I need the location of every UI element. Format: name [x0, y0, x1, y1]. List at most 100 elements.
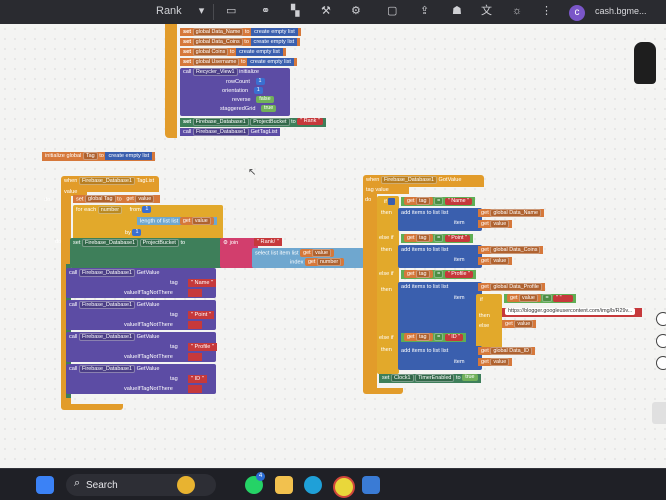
operator-dropdown[interactable]: =	[434, 333, 444, 342]
component-dropdown[interactable]: Firebase_Database1	[78, 333, 136, 341]
set-global-tag-block[interactable]: set global Tag to get value	[73, 195, 161, 204]
variable-dropdown[interactable]: global Username	[192, 58, 240, 66]
variable-dropdown[interactable]: global Data_Coins	[192, 38, 243, 46]
backpack-icon[interactable]	[634, 42, 656, 84]
component-tree-icon[interactable]: ⚭	[261, 5, 271, 17]
create-empty-list-block[interactable]: create empty list	[105, 152, 153, 160]
tag-text-block[interactable]: " ID "	[188, 375, 207, 383]
project-selector[interactable]: Rank ▾	[156, 3, 204, 20]
component-dropdown[interactable]: Clock1	[391, 374, 414, 382]
else-get-block[interactable]: get value	[502, 320, 537, 328]
balloons-icon[interactable]	[177, 476, 195, 494]
component-dropdown[interactable]: Firebase_Database1	[82, 239, 139, 247]
compare-block[interactable]: get tag = " Profile "	[401, 270, 476, 279]
url-text-block[interactable]: https://blogger.googleusercontent.com/im…	[502, 308, 642, 317]
blocks-icon[interactable]: ▚	[291, 5, 300, 17]
get-block[interactable]: get tag	[404, 234, 433, 242]
text-block[interactable]: " Name "	[444, 197, 473, 205]
compare-block[interactable]: get tag = " Point "	[401, 234, 473, 243]
operator-dropdown[interactable]: =	[434, 234, 444, 243]
text-block[interactable]: " Rank/ "	[254, 238, 282, 246]
whatsapp-icon[interactable]: 4	[245, 472, 265, 494]
add-items-block[interactable]: add items to list list item	[398, 245, 482, 268]
file-explorer-icon[interactable]	[275, 476, 293, 494]
get-block[interactable]: get number	[304, 258, 345, 266]
list-get-block[interactable]: get global Data_Name	[478, 209, 544, 217]
text-block[interactable]: " Rank "	[297, 118, 323, 126]
get-block[interactable]: get tag	[404, 197, 433, 205]
set-project-bucket-block[interactable]: set Firebase_Database1 ProjectBucket to …	[180, 118, 326, 127]
variable-dropdown[interactable]: global Data_Coins	[490, 246, 541, 254]
component-dropdown[interactable]: Firebase_Database1	[78, 301, 136, 309]
set-clock-timer-block[interactable]: set Clock1 TimerEnabled to true	[379, 374, 481, 383]
variable-dropdown[interactable]: global Data_ID	[490, 347, 533, 355]
compare-block[interactable]: get value = " "	[504, 294, 577, 303]
variable-dropdown[interactable]: tag	[416, 270, 430, 278]
number-input[interactable]: 1	[132, 229, 142, 237]
settings-icon[interactable]: ⚙	[351, 5, 361, 17]
variable-dropdown[interactable]: global Coins	[192, 48, 229, 56]
empty-text-block[interactable]: " "	[553, 294, 574, 302]
operator-dropdown[interactable]: =	[434, 197, 444, 206]
get-block[interactable]: get value	[300, 249, 334, 257]
add-items-block[interactable]: add items to list list item	[398, 346, 482, 370]
text-value[interactable]: https://blogger.googleusercontent.com/im…	[505, 308, 636, 316]
property-dropdown[interactable]: TimerEnabled	[415, 374, 455, 382]
boolean-block[interactable]: true	[462, 374, 478, 382]
item-get-block[interactable]: get value	[478, 257, 513, 265]
trash-can-icon[interactable]	[652, 402, 666, 424]
inner-set-bucket-block[interactable]: set Firebase_Database1 ProjectBucket to	[70, 238, 226, 268]
select-list-item-block[interactable]: select list item list get value index ge…	[252, 248, 364, 268]
folder-icon[interactable]: ▢	[387, 5, 398, 17]
get-block[interactable]: get tag	[404, 270, 433, 278]
operator-dropdown[interactable]: =	[434, 270, 444, 279]
create-empty-list-block[interactable]: create empty list	[236, 48, 283, 56]
edge-icon[interactable]	[304, 476, 322, 494]
setter-block[interactable]: set global Coins to create empty list	[180, 48, 286, 56]
component-dropdown[interactable]: Firebase_Database1	[192, 118, 249, 126]
create-empty-list-block[interactable]: create empty list	[251, 28, 298, 36]
boolean-block[interactable]: true	[261, 105, 277, 113]
number-input[interactable]: 1	[255, 78, 265, 86]
call-get-tag-list-block[interactable]: call Firebase_Database1 GetTagList	[180, 128, 281, 136]
loop-var-field[interactable]: number	[97, 206, 123, 214]
help-icon[interactable]: ☗	[452, 5, 462, 17]
create-empty-list-block[interactable]: create empty list	[250, 38, 298, 46]
compare-block[interactable]: get tag = " Name "	[401, 197, 476, 206]
setter-block[interactable]: set global Username to create empty list	[180, 58, 297, 66]
account-avatar[interactable]: c	[569, 5, 585, 21]
variable-dropdown[interactable]: global Data_Name	[192, 28, 244, 36]
property-dropdown[interactable]: ProjectBucket	[139, 239, 179, 247]
text-block[interactable]: " ID "	[444, 333, 464, 341]
translate-icon[interactable]: 文	[481, 5, 492, 17]
property-dropdown[interactable]: ProjectBucket	[250, 118, 290, 126]
text-block[interactable]: " Profile "	[444, 270, 473, 278]
number-input[interactable]: 1	[253, 87, 263, 95]
boolean-block[interactable]: false	[256, 96, 274, 104]
tag-text-block[interactable]: " Name "	[188, 279, 217, 287]
chrome-icon[interactable]	[333, 476, 355, 498]
create-empty-list-block[interactable]: create empty list	[247, 58, 294, 66]
gotvalue-event-block[interactable]: when Firebase_Database1 GotValue	[363, 175, 484, 187]
variable-dropdown[interactable]: tag	[416, 234, 430, 242]
list-get-block[interactable]: get global Data_Profile	[478, 283, 545, 291]
variable-dropdown[interactable]: value	[490, 358, 510, 366]
variable-dropdown[interactable]: value	[191, 217, 211, 225]
add-items-block[interactable]: add items to list list item	[398, 282, 482, 356]
if-elseif-block[interactable]	[377, 196, 399, 374]
join-block[interactable]: ⚙ join	[220, 238, 258, 268]
store-icon[interactable]	[362, 476, 380, 494]
upload-icon[interactable]: ⇪	[420, 5, 430, 17]
compare-block[interactable]: get tag = " ID "	[401, 333, 467, 342]
inline-if-block[interactable]	[476, 294, 502, 354]
text-block[interactable]: " Point "	[444, 234, 470, 242]
windows-start-icon[interactable]	[36, 476, 54, 494]
build-tools-icon[interactable]: ⚒	[321, 5, 331, 17]
variable-dropdown[interactable]: value	[514, 320, 534, 328]
operator-dropdown[interactable]: =	[542, 294, 552, 303]
get-block[interactable]: get tag	[404, 333, 433, 341]
item-get-block[interactable]: get value	[478, 358, 513, 366]
add-items-block[interactable]: add items to list list item	[398, 208, 482, 231]
zoom-reset-icon[interactable]	[656, 312, 666, 326]
component-dropdown[interactable]: Recycler_View1	[192, 68, 238, 76]
